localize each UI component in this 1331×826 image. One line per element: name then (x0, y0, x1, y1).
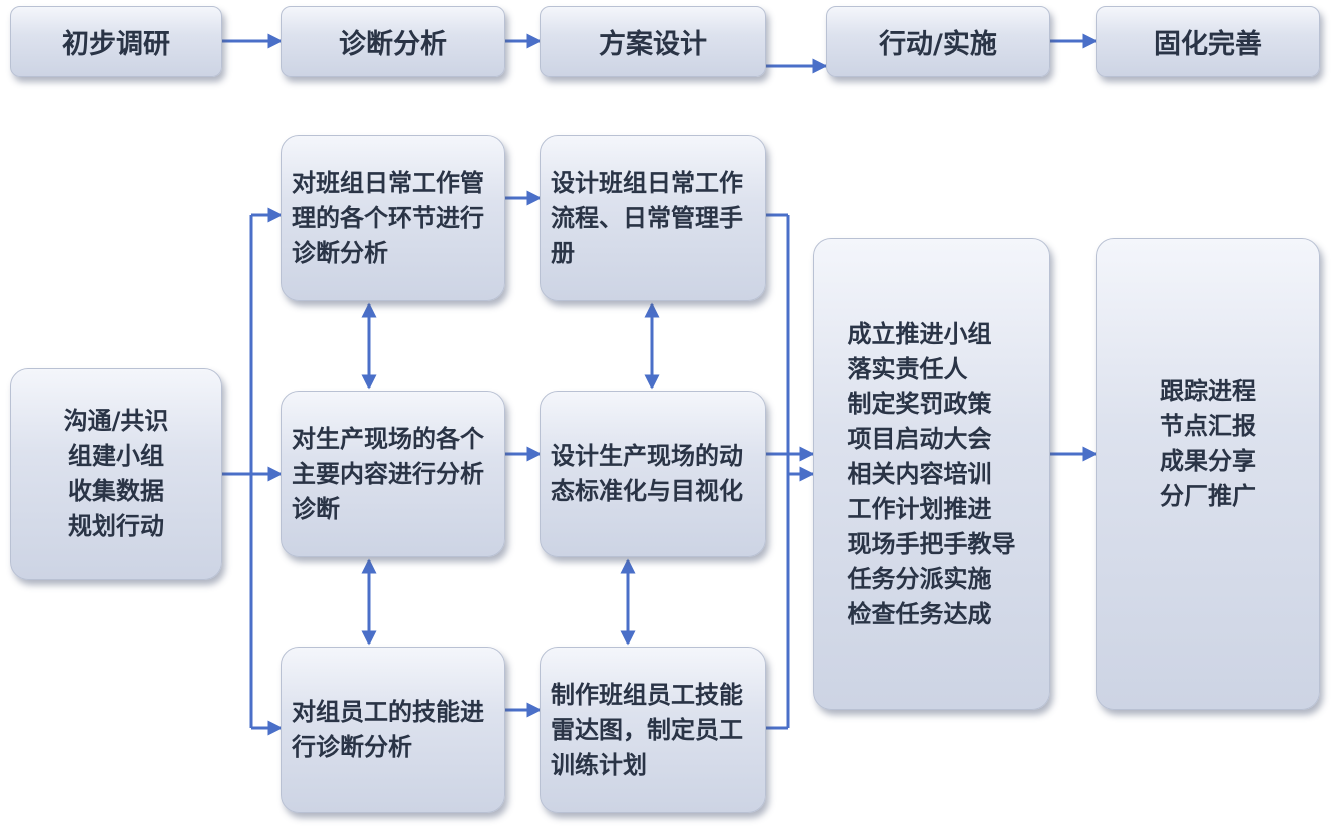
impl-item: 成立推进小组 (847, 319, 992, 348)
diagnosis-text: 对班组日常工作管理的各个环节进行诊断分析 (292, 168, 484, 267)
design-box-workflow: 设计班组日常工作流程、日常管理手册 (540, 135, 766, 301)
stage-implementation: 行动/实施 (826, 6, 1050, 77)
start-box: 沟通/共识 组建小组 收集数据 规划行动 (10, 368, 222, 580)
start-line: 收集数据 (67, 477, 164, 505)
stage-consolidation: 固化完善 (1096, 6, 1320, 77)
design-text: 制作班组员工技能雷达图，制定员工训练计划 (551, 680, 743, 779)
consolidation-item: 跟踪进程 (1160, 377, 1256, 405)
start-line: 组建小组 (67, 442, 164, 470)
diagnosis-box-skills: 对组员工的技能进行诊断分析 (281, 647, 505, 813)
implementation-box: 成立推进小组 落实责任人 制定奖罚政策 项目启动大会 相关内容培训 工作计划推进… (813, 238, 1050, 710)
consolidation-item: 成果分享 (1160, 447, 1256, 475)
stage-initial-research: 初步调研 (10, 6, 222, 77)
diagnosis-text: 对生产现场的各个主要内容进行分析诊断 (292, 424, 484, 523)
stage-diagnosis: 诊断分析 (281, 6, 505, 77)
consolidation-item: 节点汇报 (1160, 412, 1256, 440)
impl-item: 项目启动大会 (847, 424, 992, 453)
consolidation-item: 分厂推广 (1160, 482, 1256, 510)
impl-item: 落实责任人 (847, 354, 968, 383)
start-line: 沟通/共识 (63, 407, 169, 435)
start-line: 规划行动 (67, 512, 164, 540)
design-box-standardization: 设计生产现场的动态标准化与目视化 (540, 391, 766, 557)
impl-item: 任务分派实施 (847, 564, 992, 593)
impl-item: 制定奖罚政策 (847, 389, 992, 418)
impl-item: 工作计划推进 (847, 494, 992, 523)
impl-item: 现场手把手教导 (847, 529, 1016, 558)
stage-design: 方案设计 (540, 6, 766, 77)
impl-item: 相关内容培训 (847, 459, 992, 488)
design-text: 设计生产现场的动态标准化与目视化 (551, 442, 743, 505)
impl-item: 检查任务达成 (847, 599, 992, 628)
diagnosis-box-daily-work: 对班组日常工作管理的各个环节进行诊断分析 (281, 135, 505, 301)
design-box-skill-radar: 制作班组员工技能雷达图，制定员工训练计划 (540, 647, 766, 813)
consolidation-box: 跟踪进程 节点汇报 成果分享 分厂推广 (1096, 238, 1320, 710)
diagnosis-box-site: 对生产现场的各个主要内容进行分析诊断 (281, 391, 505, 557)
diagnosis-text: 对组员工的技能进行诊断分析 (292, 698, 484, 761)
design-text: 设计班组日常工作流程、日常管理手册 (551, 168, 743, 267)
